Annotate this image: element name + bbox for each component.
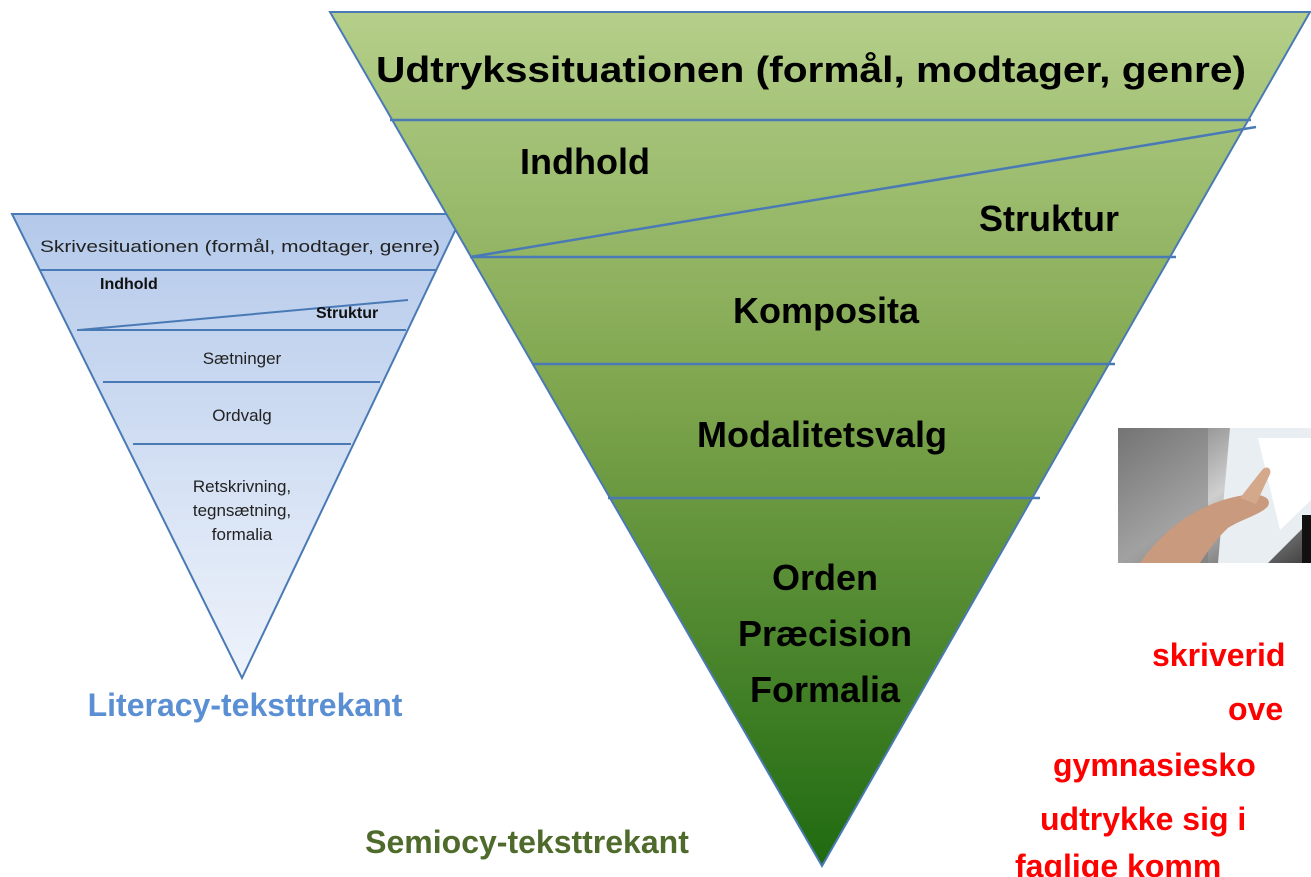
- hand-on-tablet-photo: [1118, 428, 1311, 563]
- side-text-line: skriverid: [1152, 637, 1285, 673]
- literacy-level-saetninger: Sætninger: [203, 349, 282, 368]
- literacy-divider: [78, 299, 409, 331]
- literacy-level-retskrivning: Retskrivning,: [193, 477, 291, 496]
- side-text-line: faglige komm: [1015, 848, 1221, 877]
- literacy-triangle-shape: [10, 213, 465, 681]
- side-text-line: gymnasiesko: [1053, 747, 1256, 783]
- semiocy-level-formalia: Formalia: [750, 669, 901, 710]
- literacy-level-ordvalg: Ordvalg: [212, 406, 272, 425]
- side-text-line: ove: [1228, 691, 1283, 727]
- semiocy-level-situation: Udtrykssituationen (formål, modtager, ge…: [376, 49, 1246, 90]
- literacy-triangle: Skrivesituationen (formål, modtager, gen…: [10, 213, 465, 681]
- semiocy-level-komposita: Komposita: [733, 290, 920, 331]
- semiocy-level-orden: Orden: [772, 557, 878, 598]
- literacy-level-situation: Skrivesituationen (formål, modtager, gen…: [40, 237, 440, 256]
- literacy-caption: Literacy-teksttrekant: [88, 687, 403, 723]
- side-text-line: udtrykke sig i: [1040, 801, 1246, 837]
- literacy-level-tegnsaetning: tegnsætning,: [193, 501, 291, 520]
- semiocy-level-praecision: Præcision: [738, 613, 912, 654]
- literacy-level-struktur: Struktur: [316, 305, 378, 322]
- semiocy-divider: [469, 125, 1257, 259]
- literacy-level-formalia: formalia: [212, 525, 273, 544]
- semiocy-level-struktur: Struktur: [979, 198, 1119, 239]
- semiocy-level-modalitetsvalg: Modalitetsvalg: [697, 414, 947, 455]
- literacy-level-indhold: Indhold: [100, 276, 158, 293]
- semiocy-triangle: Udtrykssituationen (formål, modtager, ge…: [328, 11, 1311, 869]
- semiocy-caption: Semiocy-teksttrekant: [365, 824, 689, 860]
- semiocy-triangle-shape: [328, 11, 1311, 869]
- semiocy-level-indhold: Indhold: [520, 141, 650, 182]
- side-text: skriverid ove gymnasiesko udtrykke sig i…: [1015, 637, 1285, 877]
